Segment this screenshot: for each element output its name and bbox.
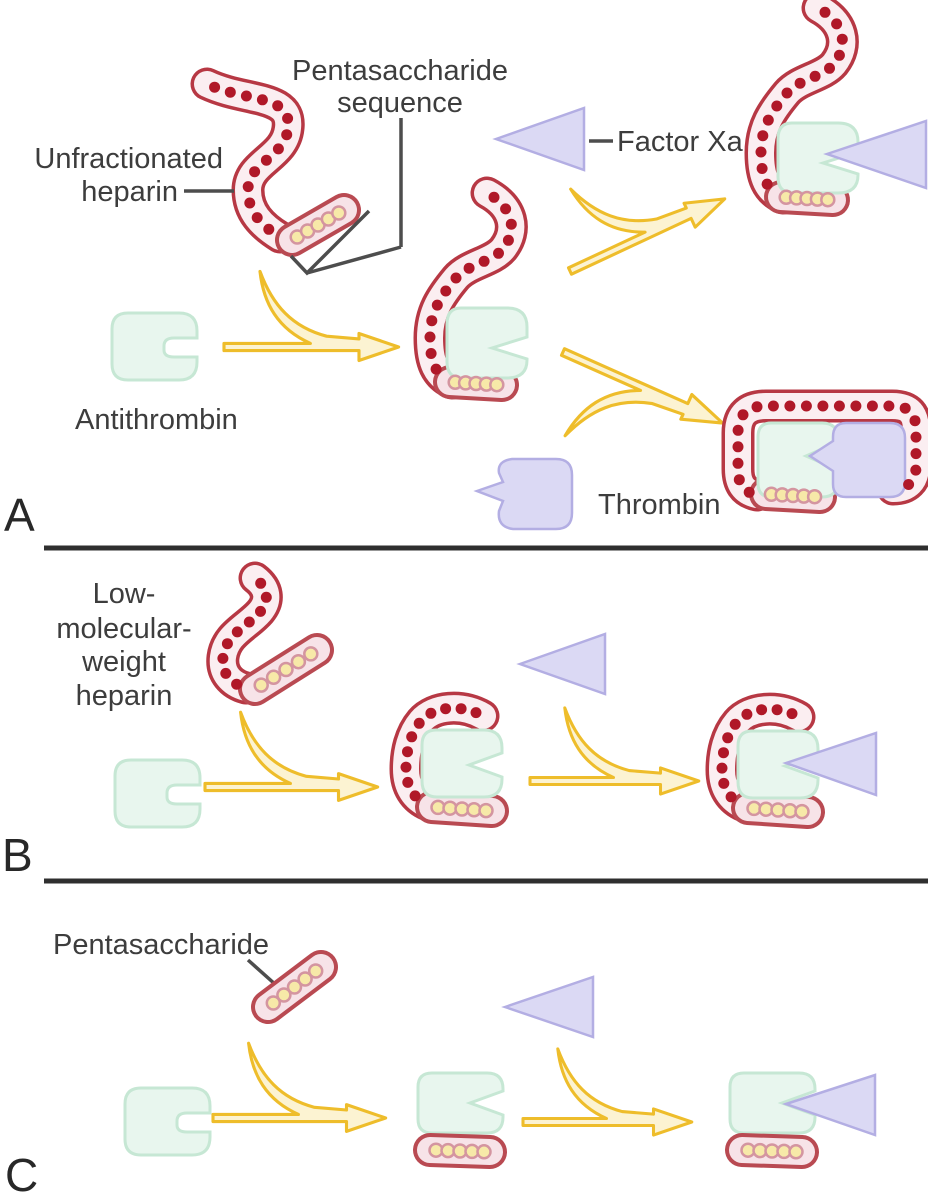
pentasaccharide-antithrombin-complex [413,1071,507,1169]
chain-dots [400,703,482,802]
antithrombin-shape [113,758,202,829]
factor-xa-triangle [492,106,586,172]
merge-arrow [528,706,701,796]
merge-arrow [566,187,727,276]
thrombin-shape [473,457,574,531]
ufh-label-line2: heparin [81,176,178,208]
pentasaccharide-capsule [238,633,334,706]
factor-xa-triangle [782,731,878,797]
panel-c-label: C [5,1149,38,1200]
bracket-connector-line [306,245,402,275]
pentasaccharide-label: Pentasaccharide [53,929,269,961]
chain-dots [217,577,272,690]
panel-b-label: B [2,829,33,881]
chain-dots [447,374,505,393]
panel-a-label: A [4,489,35,541]
chain-dots [755,6,848,190]
chain-dots [763,486,823,505]
merge-arrow [222,269,401,363]
heparin-antithrombin-xa-complex [744,0,860,217]
chain-dots [732,400,922,498]
heparin-antithrombin-thrombin-complex [721,389,928,514]
factor-xa-annotation: Factor Xa [589,126,744,158]
lmwh-label: Low- molecular- weight heparin [56,578,191,712]
lmwh-label-line3: weight [81,646,166,678]
factor-xa-triangle [501,975,595,1039]
pentasaccharide-sequence-annotation: Pentasaccharide sequence [289,55,508,276]
chain-dots [209,81,294,235]
factor-xa-label: Factor Xa [617,126,744,158]
chain-dots [424,191,517,375]
lmwh-label-line4: heparin [76,680,173,712]
antithrombin-shape [420,728,504,799]
lmwh-label-line2: molecular- [56,613,191,645]
merge-arrow [211,1041,388,1133]
antithrombin-shape [728,1071,817,1135]
ufh-label-line1: Unfractionated [34,143,223,175]
pentasaccharide-annotation: Pentasaccharide [53,929,278,987]
merge-arrow [203,710,380,802]
lmwh-label-line1: Low- [93,578,156,610]
pentasaccharide-sequence-label-line1: Pentasaccharide [292,55,508,87]
antithrombin-shape [445,306,529,380]
pentasaccharide-capsule [275,193,361,257]
chain-dots [740,1142,804,1160]
chain-dots [289,205,347,245]
factor-xa-triangle [823,119,928,190]
lmwh-antithrombin-xa-complex [705,692,825,829]
unfractionated-heparin-chain [190,67,361,257]
heparin-antithrombin-complex [413,176,529,402]
antithrombin-label: Antithrombin [75,404,238,436]
lmwh-antithrombin-complex [389,691,509,828]
pentasaccharide-antithrombin-xa-complex [725,1071,819,1169]
unfractionated-heparin-annotation: Unfractionated heparin [34,143,234,208]
antithrombin-shape [416,1071,505,1135]
pentasaccharide-pointer-line [246,958,278,987]
chain-dots [428,1142,492,1160]
pentasaccharide-sequence-label-line2: sequence [337,87,463,119]
merge-arrow [559,347,725,438]
chain-dots [746,800,810,820]
factor-xa-triangle [516,632,607,696]
antithrombin-shape [110,311,199,382]
antithrombin-shape [736,729,820,800]
factor-xa-triangle [782,1073,877,1137]
lmwh-chain [206,561,334,706]
antithrombin-shape [123,1086,212,1157]
merge-arrow [521,1047,694,1137]
chain-dots [253,646,319,693]
chain-dots [430,799,494,819]
thrombin-label: Thrombin [598,489,721,521]
thrombin-shape [807,421,907,499]
antithrombin-shape [776,121,860,195]
pentasaccharide-capsule [251,950,338,1024]
chain-dots [716,704,798,803]
chain-dots [778,189,836,208]
chain-dots [265,963,324,1011]
